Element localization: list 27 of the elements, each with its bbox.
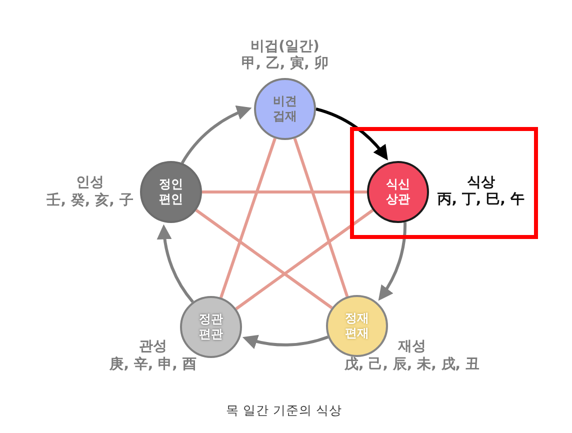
circle-node: 정재 편재 xyxy=(326,295,388,357)
character-list: 戊, 己, 辰, 未, 戌, 丑 xyxy=(344,356,480,374)
circle-node: 비견 겁재 xyxy=(254,78,316,140)
highlight-box xyxy=(350,127,538,239)
connector-line xyxy=(293,138,349,298)
category-label: 관성 xyxy=(139,338,167,356)
character-list: 丙, 丁, 巳, 午 xyxy=(438,192,524,208)
arrow xyxy=(316,108,388,160)
category-label: 인성 xyxy=(76,174,104,192)
caption: 목 일간 기준의 식상 xyxy=(226,402,342,418)
arrow xyxy=(180,106,252,164)
circle-node: 정인 편인 xyxy=(140,161,202,223)
connector-line xyxy=(235,208,374,310)
connector-line xyxy=(195,208,333,310)
connector-line xyxy=(220,138,276,298)
circle-node: 정관 편관 xyxy=(180,296,242,358)
character-list: 壬, 癸, 亥, 子 xyxy=(46,192,134,210)
category-label: 비겁(일간) xyxy=(250,38,320,55)
character-list: 甲, 乙, 寅, 卯 xyxy=(242,56,328,72)
character-list: 庚, 辛, 申, 酉 xyxy=(110,356,196,374)
category-label: 식상 xyxy=(467,174,495,192)
category-label: 재성 xyxy=(398,338,426,356)
connector-line xyxy=(202,190,367,194)
arrow xyxy=(157,224,194,303)
circle-node: 식신 상관 xyxy=(367,161,429,223)
arrow xyxy=(378,222,406,301)
arrow xyxy=(242,334,328,349)
